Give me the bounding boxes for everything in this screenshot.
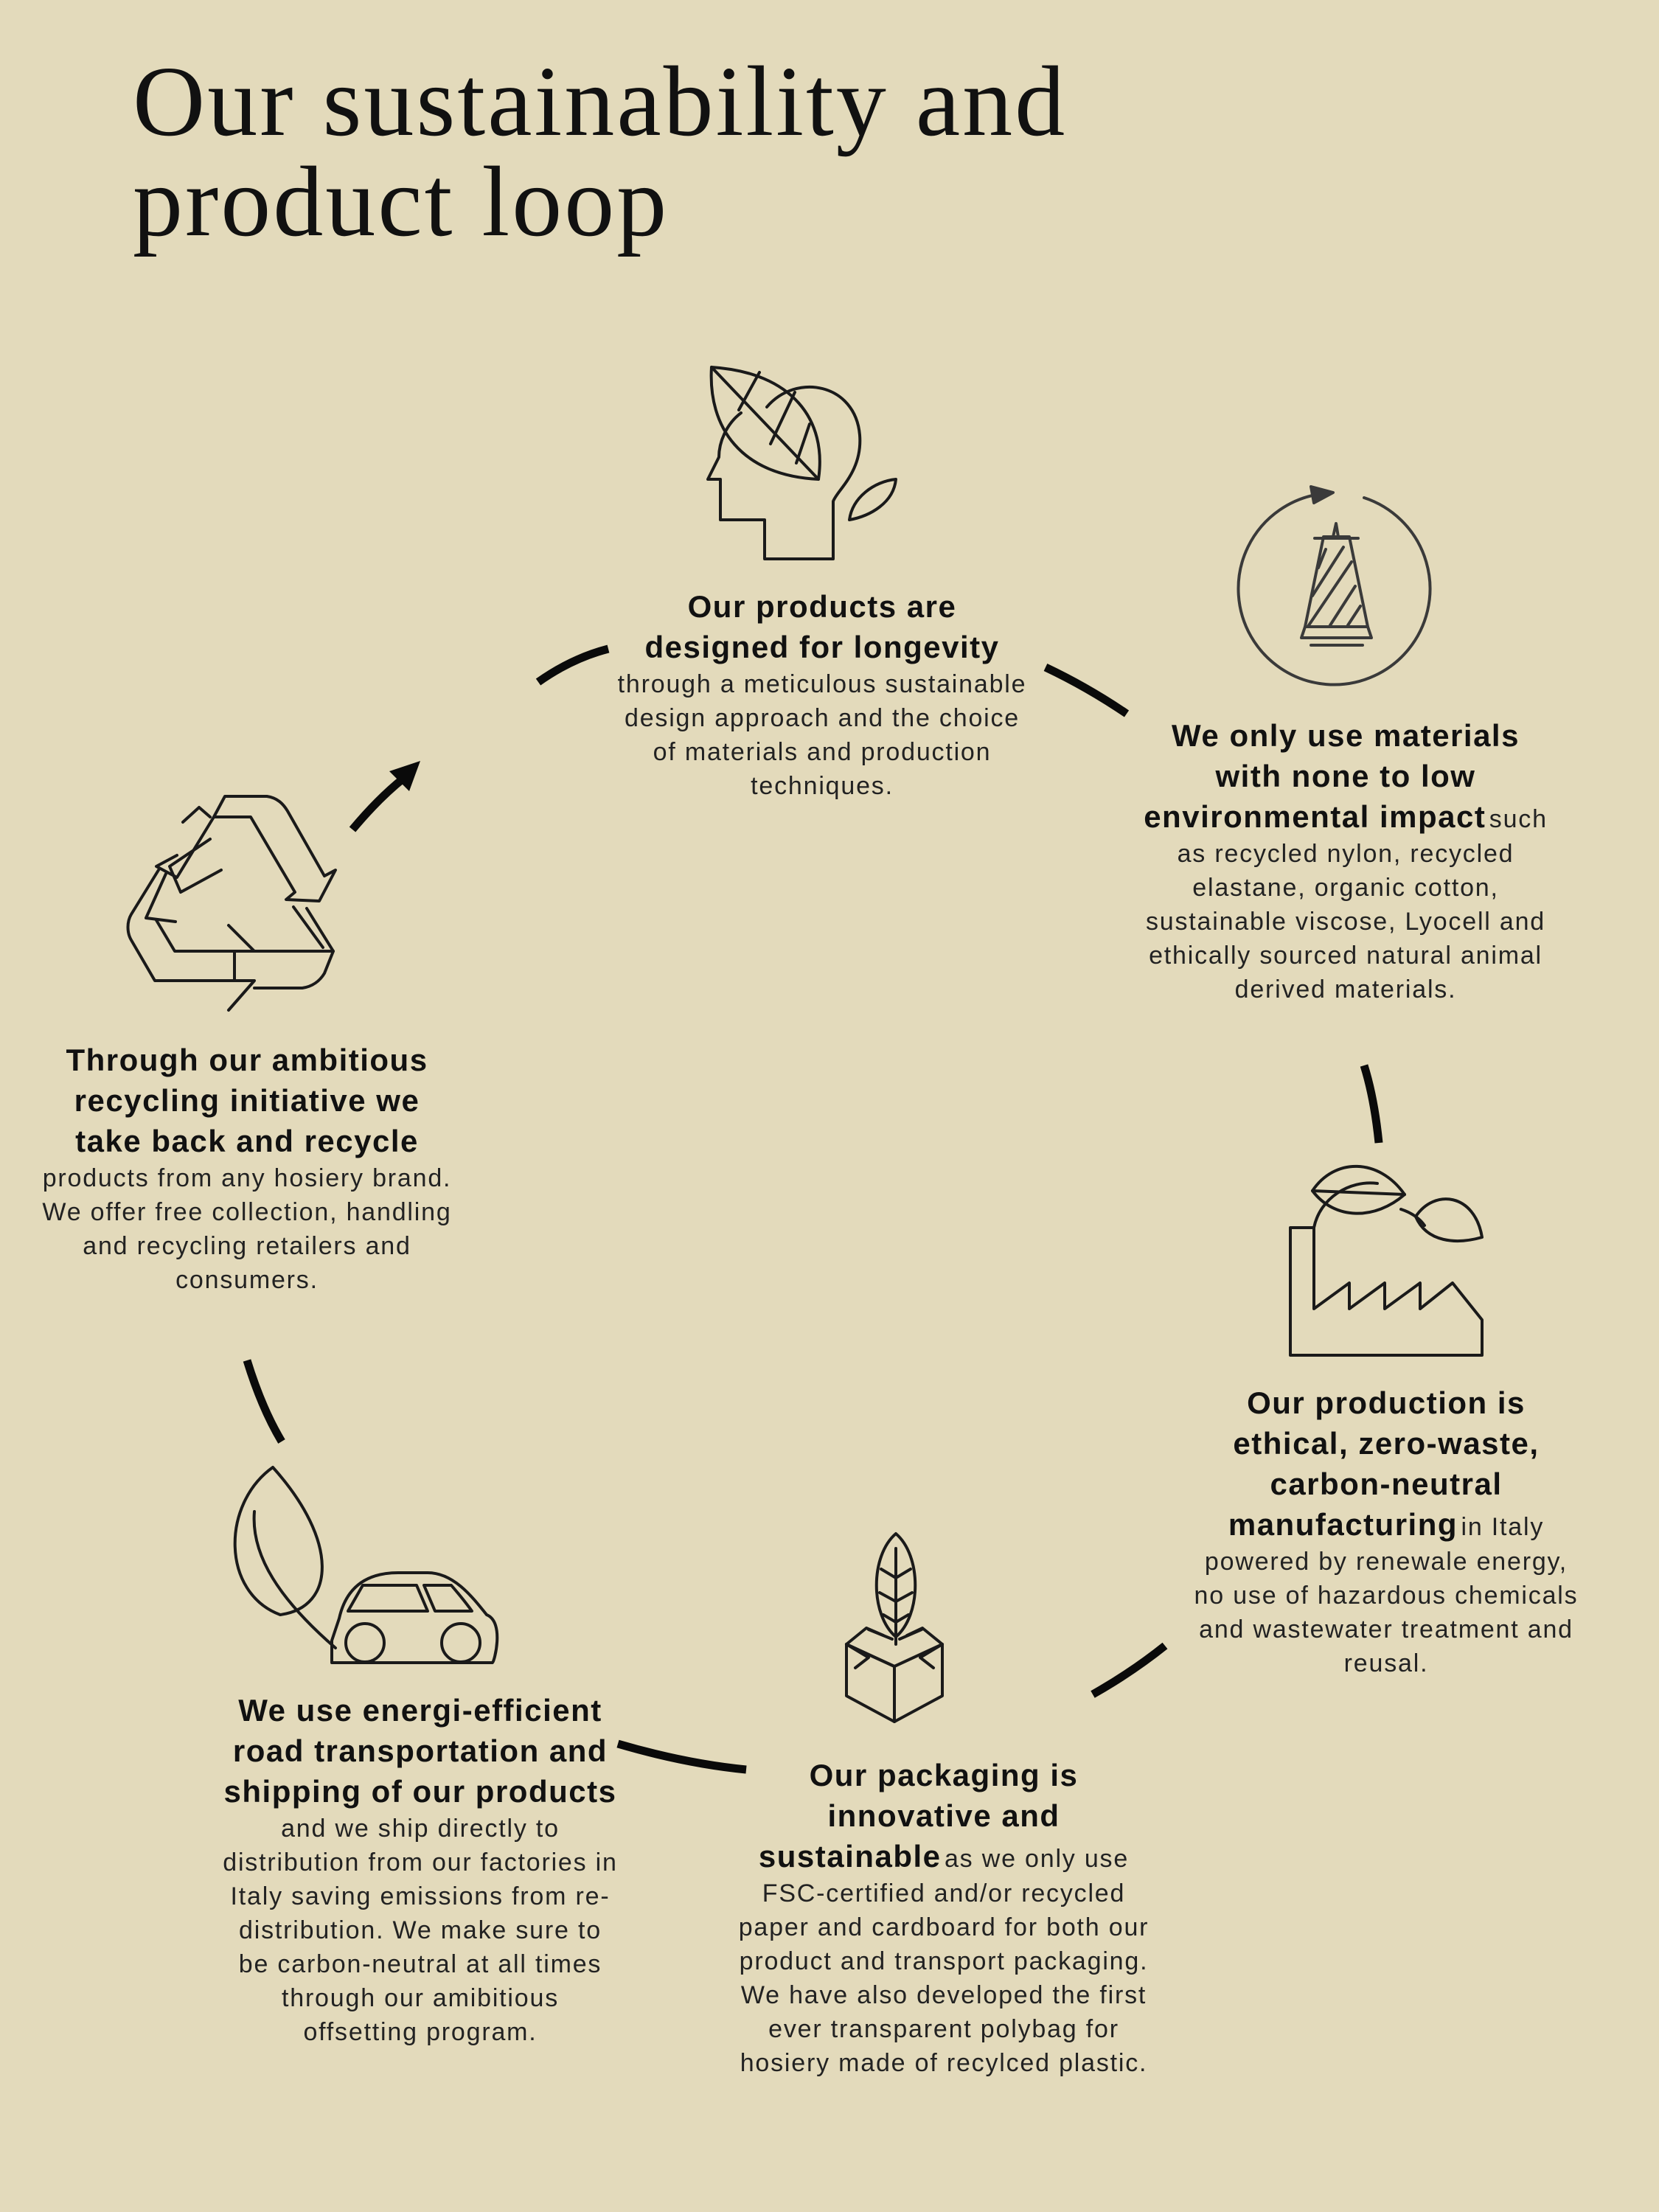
step-recycling: Through our ambitious recycling initiati… xyxy=(41,1040,453,1297)
step-transport: We use energi-efficient road transportat… xyxy=(221,1690,619,2049)
connector-arc-3 xyxy=(1360,1064,1383,1144)
step-recycling-text: products from any hosiery brand. We offe… xyxy=(42,1164,452,1294)
connector-arc-7 xyxy=(349,774,407,832)
step-design: Our products are designed for longevity … xyxy=(612,586,1032,803)
step-recycling-heading: Through our ambitious recycling initiati… xyxy=(66,1043,428,1158)
car-leaf-icon xyxy=(233,1466,499,1664)
step-packaging-heading: Our packaging is innovative and sustaina… xyxy=(758,1758,1079,1874)
head-leaf-icon xyxy=(706,366,897,560)
step-packaging-text: as we only use FSC-certified and/or recy… xyxy=(738,1845,1150,2077)
step-design-text: through a meticulous sustainable design … xyxy=(617,670,1027,800)
step-packaging: Our packaging is innovative and sustaina… xyxy=(737,1755,1150,2080)
connector-arc-6 xyxy=(243,1359,285,1444)
recycle-icon xyxy=(126,795,337,1012)
step-production: Our production is ethical, zero-waste, c… xyxy=(1191,1382,1582,1680)
loop-arrowhead xyxy=(389,761,420,791)
step-materials-text: such as recycled nylon, recycled elastan… xyxy=(1145,805,1548,1004)
connector-arc-4 xyxy=(1091,1642,1168,1698)
thread-spool-cycle-icon xyxy=(1237,485,1432,686)
step-materials: We only use materials with none to low e… xyxy=(1135,715,1556,1006)
step-design-heading: Our products are designed for longevity xyxy=(644,589,1000,664)
step-transport-text: and we ship directly to distribution fro… xyxy=(223,1815,618,2046)
factory-leaf-icon xyxy=(1289,1164,1484,1357)
page-title: Our sustainability and product loop xyxy=(133,52,1067,252)
connector-arc-5 xyxy=(616,1739,747,1774)
connector-arc-2 xyxy=(1043,664,1130,717)
step-transport-heading: We use energi-efficient road transportat… xyxy=(223,1693,617,1809)
title-line-2: product loop xyxy=(133,147,669,257)
title-line-1: Our sustainability and xyxy=(133,46,1068,157)
step-production-heading: Our production is ethical, zero-waste, c… xyxy=(1228,1385,1540,1542)
box-leaf-icon xyxy=(845,1532,944,1723)
step-materials-heading: We only use materials with none to low e… xyxy=(1144,718,1520,834)
loop-connectors xyxy=(243,644,1383,1774)
step-production-text: in Italy powered by renewale energy, no … xyxy=(1194,1513,1579,1677)
connector-arc-1 xyxy=(535,644,610,686)
